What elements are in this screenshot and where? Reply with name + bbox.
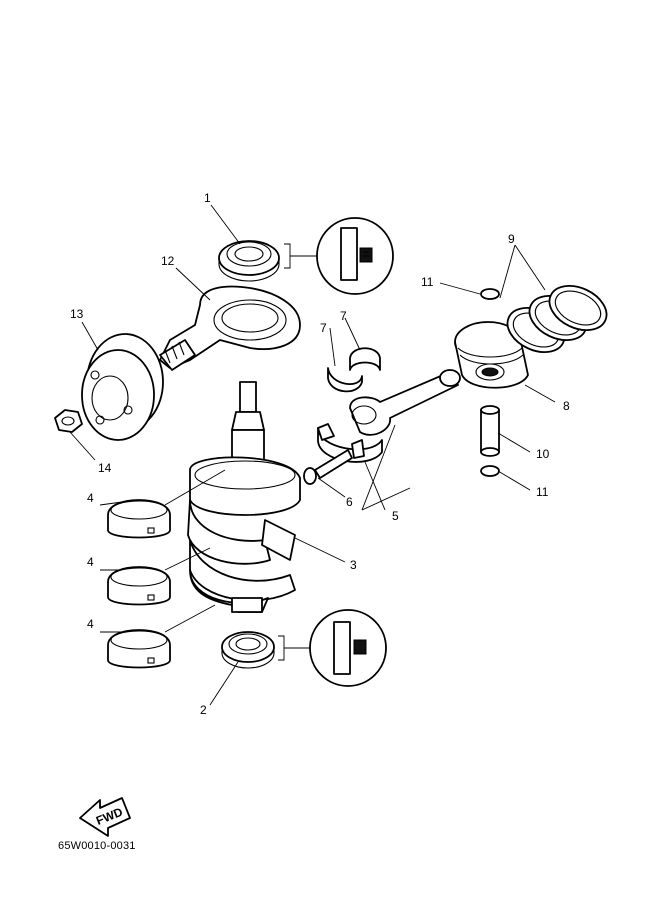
callout-4b: 4 bbox=[87, 555, 94, 569]
connecting-rod bbox=[317, 369, 461, 463]
oil-seal-bottom bbox=[221, 631, 275, 669]
main-bearing-1 bbox=[107, 499, 171, 539]
callout-4c: 4 bbox=[87, 617, 94, 631]
nut bbox=[54, 409, 83, 433]
piston-pin-clip-top bbox=[480, 288, 500, 300]
leader-lines bbox=[69, 204, 556, 706]
callout-13: 13 bbox=[70, 307, 84, 321]
crankshaft bbox=[187, 381, 301, 613]
callout-8: 8 bbox=[563, 399, 570, 413]
callout-6: 6 bbox=[346, 495, 353, 509]
callout-11a: 11 bbox=[421, 275, 434, 289]
rod-bearing-lower bbox=[327, 367, 363, 393]
seal-detail-inset-bottom bbox=[278, 609, 387, 687]
callout-11b: 11 bbox=[536, 485, 549, 499]
callout-5: 5 bbox=[392, 509, 399, 523]
fwd-arrow-icon: FWD bbox=[79, 797, 131, 837]
rod-bolt bbox=[303, 449, 353, 485]
oil-seal-top bbox=[218, 240, 280, 282]
main-bearing-2 bbox=[107, 566, 171, 606]
callout-1: 1 bbox=[204, 191, 211, 205]
callout-12: 12 bbox=[161, 254, 175, 268]
callout-14: 14 bbox=[98, 461, 112, 475]
callout-9: 9 bbox=[508, 232, 515, 246]
callout-7b: 7 bbox=[340, 309, 347, 323]
piston bbox=[454, 321, 529, 389]
seal-detail-inset-top bbox=[284, 217, 394, 295]
callout-4a: 4 bbox=[87, 491, 94, 505]
main-bearing-3 bbox=[107, 629, 171, 669]
diagram-code: 65W0010-0031 bbox=[58, 840, 136, 852]
rod-bearing-upper bbox=[349, 347, 381, 371]
callout-10: 10 bbox=[536, 447, 550, 461]
piston-rings bbox=[506, 284, 608, 354]
callout-7a: 7 bbox=[320, 321, 327, 335]
crankcase-head bbox=[159, 285, 301, 371]
bushing-housing bbox=[81, 333, 164, 441]
callout-2: 2 bbox=[200, 703, 207, 717]
callout-3: 3 bbox=[350, 558, 357, 572]
piston-pin-clip-bottom bbox=[480, 465, 500, 477]
piston-pin bbox=[480, 405, 500, 457]
